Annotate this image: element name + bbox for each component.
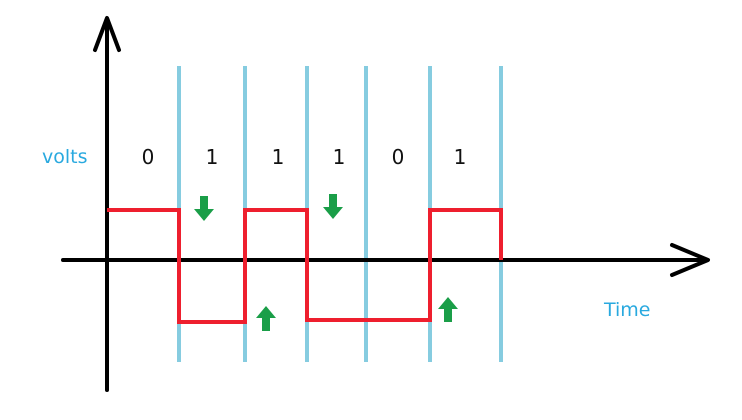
bit-labels: 0 1 1 1 0 1 bbox=[142, 145, 467, 169]
transition-arrows bbox=[194, 194, 458, 331]
bit-label: 1 bbox=[454, 145, 467, 169]
down-arrow-icon bbox=[323, 194, 343, 219]
down-arrow-icon bbox=[194, 196, 214, 221]
bit-label: 0 bbox=[392, 145, 405, 169]
bit-label: 1 bbox=[333, 145, 346, 169]
up-arrow-icon bbox=[438, 297, 458, 322]
signal-waveform bbox=[107, 208, 503, 324]
bit-boundaries bbox=[177, 66, 503, 362]
axes bbox=[61, 16, 710, 392]
y-axis-arrowhead bbox=[93, 16, 121, 52]
bit-label: 1 bbox=[206, 145, 219, 169]
y-axis-label: volts bbox=[42, 146, 88, 168]
bit-label: 0 bbox=[142, 145, 155, 169]
x-axis-label: Time bbox=[603, 299, 651, 321]
x-axis-arrowhead bbox=[670, 243, 710, 277]
up-arrow-icon bbox=[256, 306, 276, 331]
bit-label: 1 bbox=[272, 145, 285, 169]
